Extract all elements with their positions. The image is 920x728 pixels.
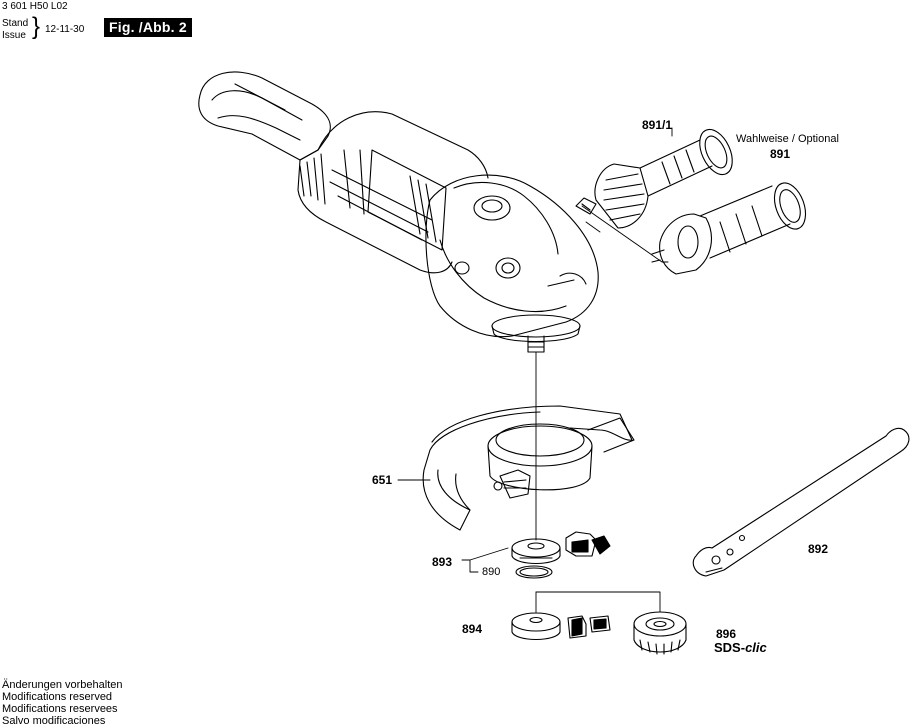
figure-label: Fig. /Abb. 2: [104, 18, 192, 37]
callout-891-1: 891/1: [642, 118, 673, 132]
callout-892: 892: [808, 542, 829, 556]
callout-651: 651: [372, 473, 393, 487]
callout-896: 896: [716, 627, 737, 641]
footer-line-de: Änderungen vorbehalten: [2, 679, 123, 691]
brace: }: [32, 13, 41, 40]
sds-clic-nut-896-illustration: [633, 611, 687, 655]
footer-line-fr: Modifications reservees: [2, 703, 118, 715]
wheel-guard-651-illustration: [422, 405, 635, 531]
part-number: 3 601 H50 L02: [2, 1, 68, 12]
clamping-nut-894-illustration: [511, 612, 561, 641]
issue-date: 12-11-30: [45, 24, 85, 35]
side-handle-891-illustration: [651, 182, 807, 275]
callout-890: 890: [482, 566, 501, 578]
stand-label: Stand: [2, 18, 29, 29]
callout-891: 891: [770, 147, 791, 161]
wrench-892-illustration: [692, 427, 910, 577]
side-handle-891-1-illustration: [575, 128, 733, 229]
flange-893-illustration: [511, 538, 561, 565]
footer-line-es: Salvo modificaciones: [2, 715, 106, 727]
flange-tool-icon: [565, 531, 611, 557]
sds-prefix: SDS-: [714, 640, 746, 655]
nut-tool-icon: [567, 615, 611, 639]
sds-suffix: clic: [745, 640, 767, 655]
optional-note: Wahlweise / Optional: [736, 133, 839, 145]
angle-grinder-illustration: [198, 71, 599, 353]
issue-label: Issue: [2, 30, 26, 41]
callout-893: 893: [432, 555, 453, 569]
callout-894: 894: [462, 622, 483, 636]
o-ring-890-illustration: [515, 565, 553, 579]
footer-line-en: Modifications reserved: [2, 691, 113, 703]
sds-clic-label: SDS-clic: [714, 640, 767, 655]
